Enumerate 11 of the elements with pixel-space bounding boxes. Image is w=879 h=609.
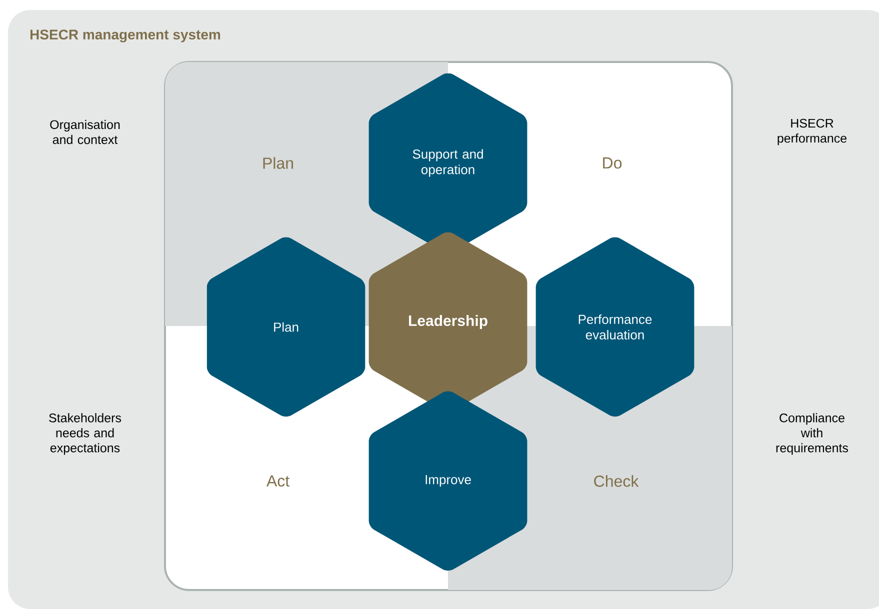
side-label: Compliance with requirements <box>776 413 848 455</box>
quadrant: Do <box>603 157 622 169</box>
hexagon: Support and operation <box>368 73 528 253</box>
side-label: HSECR performance <box>778 118 847 146</box>
side-label: Organisation and context <box>50 120 120 144</box>
side-label: Stakeholders needs and expectations <box>49 413 122 455</box>
hexagon: Performance evaluation <box>536 237 694 417</box>
hexagon: Plan <box>206 237 366 417</box>
hexagon: Leadership <box>368 232 528 412</box>
hexagon: Improve <box>368 391 528 571</box>
quadrant: Act <box>266 475 290 487</box>
